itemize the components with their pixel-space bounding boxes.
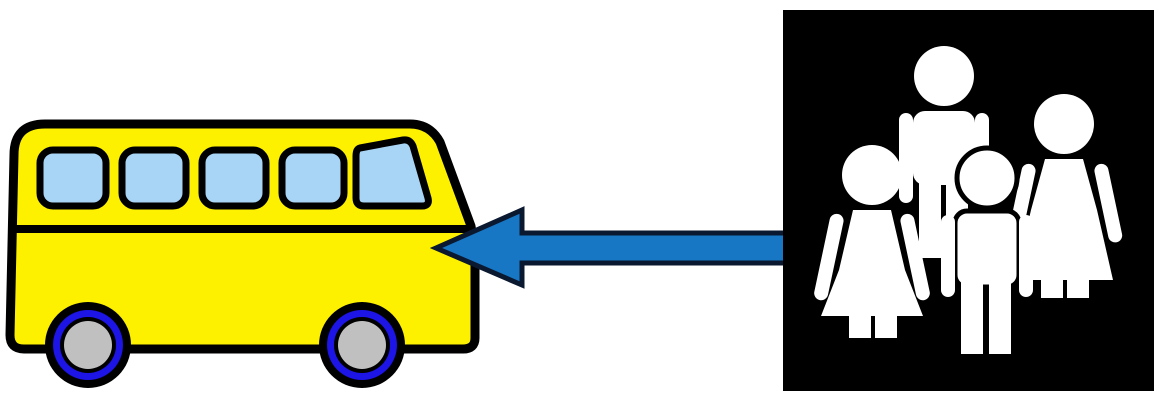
- people-panel: [783, 10, 1154, 391]
- person-woman-right-icon: [1007, 94, 1123, 298]
- bus-window: [118, 146, 190, 210]
- bus-front-window: [352, 136, 432, 210]
- person-man-front-icon: [941, 145, 1033, 354]
- arrow-shape: [430, 206, 790, 289]
- left-arrow-icon: [430, 206, 790, 289]
- bus-window: [36, 146, 110, 210]
- bus-icon: [5, 119, 480, 388]
- person-woman-left-icon: [814, 145, 930, 338]
- bus-window: [198, 146, 270, 210]
- bus-wheel-rear: [45, 302, 131, 388]
- bus-window: [278, 146, 348, 210]
- bus-wheel-front: [319, 302, 405, 388]
- group-of-people-icon: [814, 46, 1123, 354]
